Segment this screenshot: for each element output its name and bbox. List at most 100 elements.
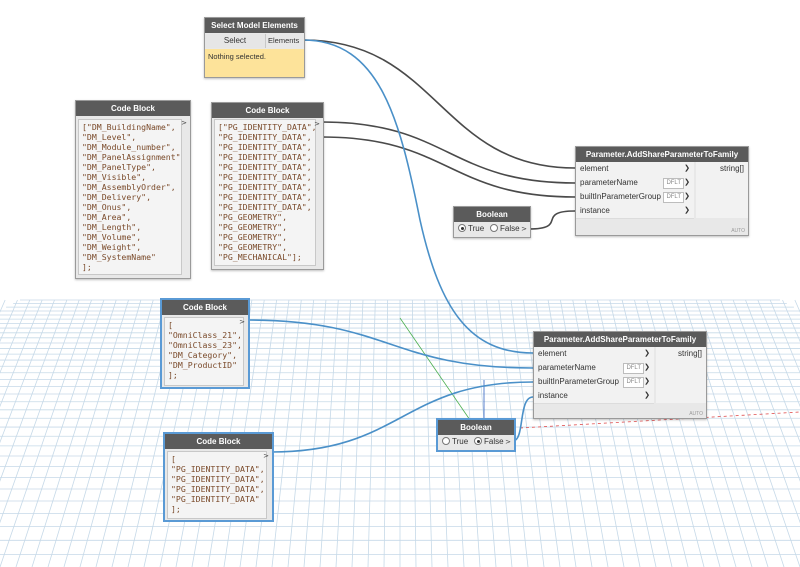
default-badge: DFLT (623, 363, 644, 374)
code-line: ]; (82, 262, 92, 272)
code-line: "PG_IDENTITY_DATA", (218, 182, 312, 192)
radio-selected-icon (474, 437, 482, 445)
output-port[interactable]: > (181, 119, 187, 127)
chevron-right-icon: ❯ (684, 179, 690, 186)
input-instance[interactable]: instance❯ (576, 204, 694, 219)
output-port[interactable]: string[] (696, 162, 748, 218)
false-radio[interactable]: False (474, 437, 504, 446)
code-line: "DM_Visible", (82, 172, 147, 182)
code-line: "PG_IDENTITY_DATA", (171, 464, 265, 474)
code-line: ]; (171, 504, 181, 514)
radio-selected-icon (458, 224, 466, 232)
code-block-node-2[interactable]: Code Block ["PG_IDENTITY_DATA","PG_IDENT… (211, 102, 324, 270)
code-line: "PG_MECHANICAL"]; (218, 252, 302, 262)
code-line: ["PG_IDENTITY_DATA", (218, 122, 316, 132)
input-element[interactable]: element❯ (576, 162, 694, 177)
code-line: "OmniClass_23", (168, 340, 242, 350)
add-share-parameter-node-1[interactable]: Parameter.AddShareParameterToFamily elem… (575, 146, 749, 236)
code-line: "DM_Level", (82, 132, 137, 142)
node-title: Parameter.AddShareParameterToFamily (534, 332, 706, 347)
code-line: "DM_PanelAssignment", (82, 152, 182, 162)
code-editor[interactable]: ["PG_IDENTITY_DATA","PG_IDENTITY_DATA","… (167, 451, 267, 519)
code-line: "OmniClass_21", (168, 330, 242, 340)
output-port[interactable]: > (521, 225, 527, 233)
code-line: [ (168, 320, 173, 330)
code-line: "DM_Delivery", (82, 192, 152, 202)
boolean-node-1[interactable]: Boolean True False > (453, 206, 531, 238)
chevron-right-icon: ❯ (684, 193, 690, 200)
code-line: "PG_IDENTITY_DATA", (218, 152, 312, 162)
radio-empty-icon (442, 437, 450, 445)
output-port[interactable]: > (263, 452, 269, 460)
input-instance[interactable]: instance❯ (534, 389, 654, 404)
code-line: "DM_Volume", (82, 232, 142, 242)
code-editor[interactable]: ["PG_IDENTITY_DATA","PG_IDENTITY_DATA","… (214, 119, 316, 266)
code-line: "DM_Onus", (82, 202, 132, 212)
elements-output-port[interactable]: Elements (268, 36, 300, 45)
select-button[interactable]: Select (205, 34, 266, 48)
node-title: Select Model Elements (205, 18, 304, 33)
code-line: "PG_GEOMETRY", (218, 222, 288, 232)
default-badge: DFLT (623, 377, 644, 388)
code-block-node-1[interactable]: Code Block ["DM_BuildingName","DM_Level"… (75, 100, 191, 279)
default-badge: DFLT (663, 178, 684, 189)
chevron-right-icon: ❯ (684, 207, 690, 214)
node-title: Boolean (438, 420, 514, 435)
chevron-right-icon: ❯ (644, 378, 650, 385)
code-block-node-4[interactable]: Code Block ["PG_IDENTITY_DATA","PG_IDENT… (164, 433, 273, 521)
output-port[interactable]: > (239, 318, 245, 326)
code-line: [ (171, 454, 176, 464)
input-element[interactable]: element❯ (534, 347, 654, 362)
radio-empty-icon (490, 224, 498, 232)
code-line: "PG_IDENTITY_DATA", (218, 202, 312, 212)
code-line: "DM_AssemblyOrder", (82, 182, 176, 192)
code-line: "PG_IDENTITY_DATA" (171, 494, 260, 504)
node-title: Code Block (212, 103, 323, 118)
chevron-right-icon: ❯ (644, 392, 650, 399)
code-line: "PG_IDENTITY_DATA", (171, 484, 265, 494)
code-line: "DM_Category", (168, 350, 238, 360)
code-line: ["DM_BuildingName", (82, 122, 176, 132)
code-line: ]; (168, 370, 178, 380)
code-line: "PG_IDENTITY_DATA", (218, 162, 312, 172)
code-line: "DM_ProductID" (168, 360, 238, 370)
code-line: "DM_Weight", (82, 242, 142, 252)
default-badge: DFLT (663, 192, 684, 203)
node-title: Code Block (162, 300, 248, 315)
code-line: "PG_IDENTITY_DATA", (218, 142, 312, 152)
boolean-node-2[interactable]: Boolean True False > (437, 419, 515, 451)
true-radio[interactable]: True (442, 437, 468, 446)
false-radio[interactable]: False (490, 224, 520, 233)
code-editor[interactable]: ["DM_BuildingName","DM_Level","DM_Module… (78, 119, 182, 275)
node-title: Code Block (165, 434, 272, 449)
node-title: Boolean (454, 207, 530, 222)
code-line: "PG_IDENTITY_DATA", (218, 192, 312, 202)
node-title: Code Block (76, 101, 190, 116)
code-line: "DM_Module_number", (82, 142, 176, 152)
code-line: "PG_IDENTITY_DATA", (218, 172, 312, 182)
chevron-right-icon: ❯ (644, 364, 650, 371)
lacing-indicator: AUTO (731, 228, 745, 234)
code-line: "DM_Length", (82, 222, 142, 232)
code-line: "DM_PanelType", (82, 162, 156, 172)
output-port[interactable]: > (314, 120, 320, 128)
add-share-parameter-node-2[interactable]: Parameter.AddShareParameterToFamily elem… (533, 331, 707, 419)
code-line: "PG_GEOMETRY", (218, 232, 288, 242)
code-line: "PG_GEOMETRY", (218, 242, 288, 252)
true-radio[interactable]: True (458, 224, 484, 233)
chevron-right-icon: ❯ (684, 165, 690, 172)
chevron-right-icon: ❯ (644, 350, 650, 357)
code-block-node-3[interactable]: Code Block ["OmniClass_21","OmniClass_23… (161, 299, 249, 388)
code-line: "PG_IDENTITY_DATA", (218, 132, 312, 142)
node-title: Parameter.AddShareParameterToFamily (576, 147, 748, 162)
code-line: "DM_SystemName" (82, 252, 156, 262)
select-model-elements-node[interactable]: Select Model Elements Select Elements No… (204, 17, 305, 78)
output-port[interactable]: string[] (656, 347, 706, 403)
code-editor[interactable]: ["OmniClass_21","OmniClass_23","DM_Categ… (164, 317, 244, 386)
output-port[interactable]: > (505, 438, 511, 446)
